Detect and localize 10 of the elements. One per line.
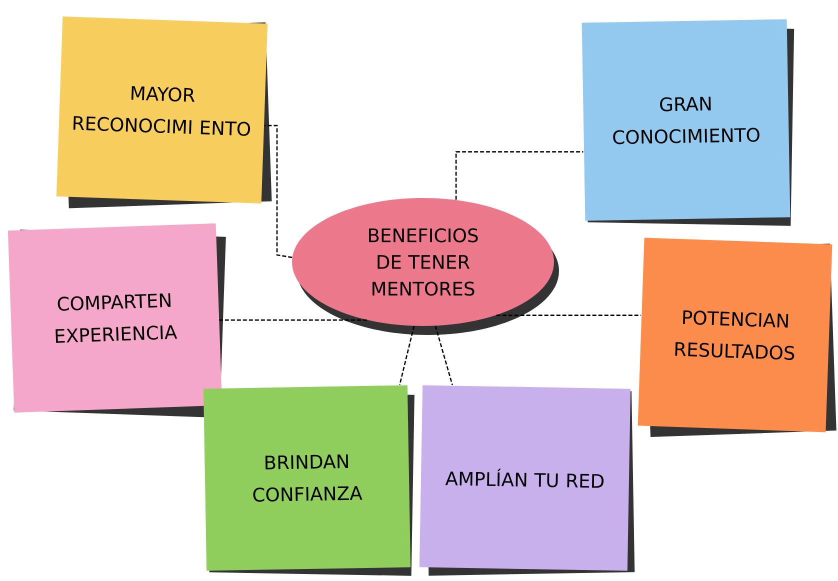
connector-line [399,326,415,386]
sticky-note: POTENCIAN RESULTADOS [638,238,836,437]
sticky-note: COMPARTEN EXPERIENCIA [8,223,226,418]
sticky-note: BRINDAN CONFIANZA [203,385,414,576]
sticky-note: MAYOR RECONOCIMI ENTO [56,16,272,208]
connector-line [434,326,453,386]
sticky-note: GRAN CONOCIMIENTO [582,19,794,226]
connector-line [264,124,292,258]
connector-line [455,151,584,200]
sticky-note: AMPLÍAN TU RED [419,385,635,576]
